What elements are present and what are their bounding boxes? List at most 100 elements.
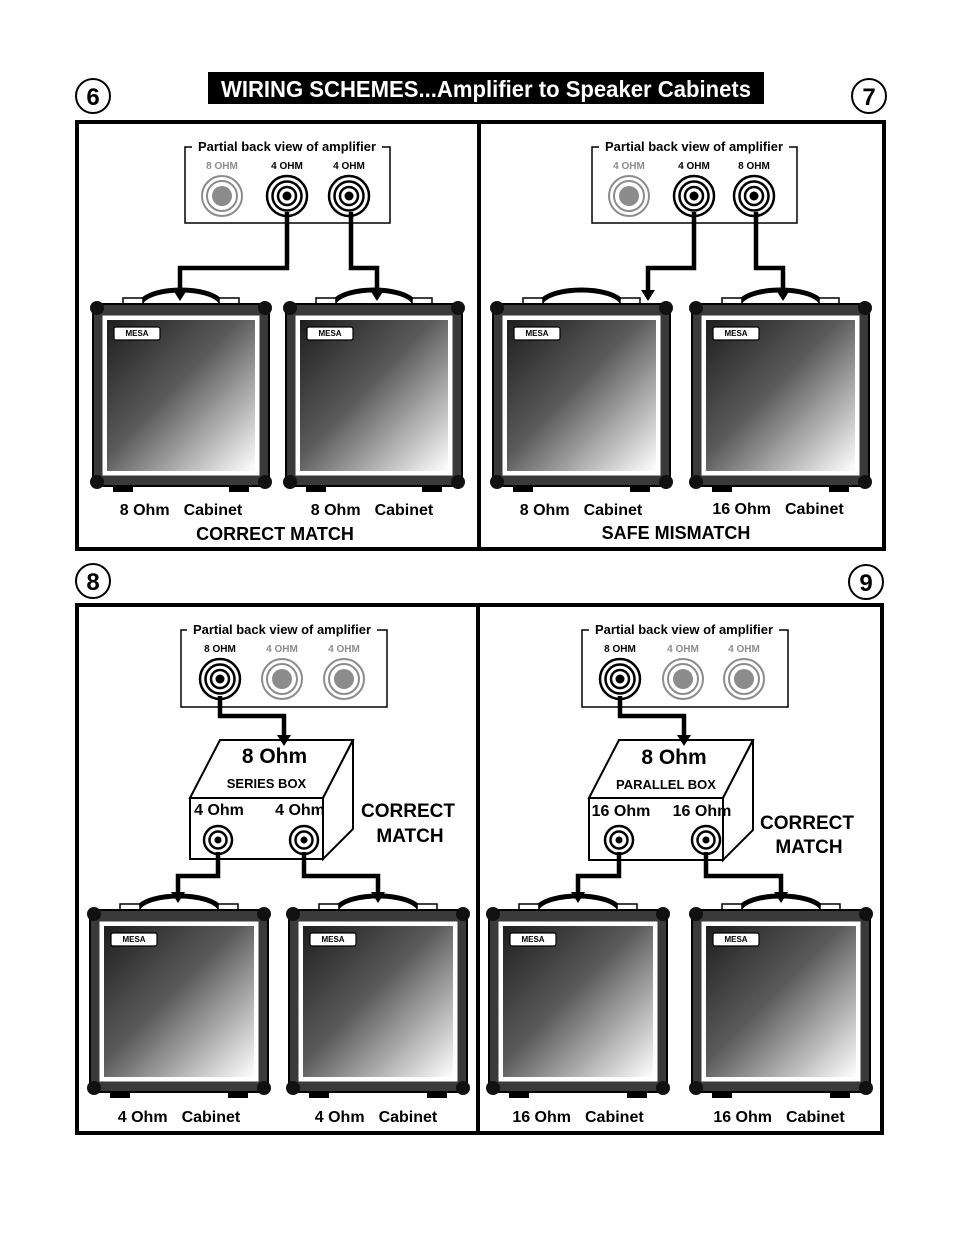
speaker-cable [645, 212, 697, 291]
box-type: SERIES BOX [227, 776, 307, 791]
page-title: WIRING SCHEMES...Amplifier to Speaker Ca… [221, 76, 751, 102]
arrowhead [641, 290, 655, 301]
speaker-jack-icon [672, 174, 716, 218]
box-output-label: 16 Ohm [673, 803, 732, 820]
cabinet-handle-icon [139, 287, 223, 304]
output-jack-icon [690, 824, 722, 856]
result-label-8-line2: MATCH [376, 826, 443, 847]
jack-label: 4 OHM [333, 161, 365, 172]
arrowhead [277, 735, 291, 746]
speaker-cabinet: MESA [90, 287, 272, 492]
cabinet-handle-icon [539, 287, 624, 304]
speaker-cable [617, 696, 687, 736]
svg-text:MESA: MESA [724, 935, 747, 944]
speaker-jack-icon [327, 174, 371, 218]
svg-text:MESA: MESA [521, 935, 544, 944]
jack-label: 4 OHM [613, 161, 645, 172]
svg-text:MESA: MESA [724, 329, 747, 338]
mesa-logo: MESA [513, 326, 561, 341]
svg-text:MESA: MESA [122, 935, 145, 944]
cabinet-handle-icon [332, 287, 416, 304]
box-impedance: 8 Ohm [641, 746, 706, 769]
speaker-jack-icon [323, 658, 365, 700]
result-label-9-line1: CORRECT [760, 813, 854, 834]
svg-text:7: 7 [862, 84, 875, 111]
cabinet-handle-icon [136, 893, 222, 910]
result-label-7: SAFE MISMATCH [602, 523, 751, 543]
cabinet-handle-icon [535, 893, 621, 910]
svg-text:MESA: MESA [318, 329, 341, 338]
amplifier-caption: Partial back view of amplifier [198, 139, 376, 154]
scheme-number-8: 8 [75, 563, 111, 599]
result-label-9-line2: MATCH [775, 837, 842, 858]
mesa-logo: MESA [113, 326, 161, 341]
output-jack-icon [603, 824, 635, 856]
speaker-cabinet: MESA [283, 287, 465, 492]
amplifier-back-panel: Partial back view of amplifier 8 OHM 4 OHM… [581, 622, 789, 708]
arrowhead [677, 735, 691, 746]
jack-label: 8 OHM [604, 644, 636, 655]
speaker-grill [107, 320, 255, 471]
jack-label: 4 OHM [271, 161, 303, 172]
amplifier-back-panel: Partial back view of amplifier 8 OHM 4 OHM… [180, 622, 388, 708]
speaker-cabinet: MESA [486, 893, 670, 1098]
cabinet-handle-icon [738, 893, 824, 910]
arrowhead [776, 290, 790, 301]
mesa-logo: MESA [712, 326, 760, 341]
jack-label: 8 OHM [204, 644, 236, 655]
speaker-cable [301, 852, 381, 893]
mesa-logo: MESA [306, 326, 354, 341]
speaker-grill [104, 926, 254, 1077]
jack-label: 4 OHM [667, 644, 699, 655]
amplifier-caption: Partial back view of amplifier [595, 622, 773, 637]
speaker-cable [703, 852, 784, 893]
amplifier-caption: Partial back view of amplifier [605, 139, 783, 154]
speaker-grill [706, 926, 856, 1077]
output-jack-icon [288, 824, 320, 856]
jack-label: 4 OHM [328, 644, 360, 655]
mesa-logo: MESA [712, 932, 760, 947]
svg-text:MESA: MESA [321, 935, 344, 944]
box-output-label: 4 Ohm [194, 802, 244, 819]
scheme-panel-9: Partial back view of amplifier 8 OHM 4 OHM… [486, 622, 873, 1126]
jack-label: 4 OHM [728, 644, 760, 655]
speaker-jack-icon [198, 657, 242, 701]
speaker-cabinet: MESA [87, 893, 271, 1098]
speaker-jack-icon [723, 658, 765, 700]
arrowhead [370, 290, 384, 301]
svg-text:MESA: MESA [125, 329, 148, 338]
amplifier-caption: Partial back view of amplifier [193, 622, 371, 637]
speaker-cable [348, 212, 380, 291]
speaker-jack-icon [598, 657, 642, 701]
box-impedance: 8 Ohm [242, 745, 307, 768]
speaker-cable [575, 852, 622, 893]
speaker-cabinet: MESA [286, 893, 470, 1098]
title-banner: WIRING SCHEMES...Amplifier to Speaker Ca… [208, 72, 764, 104]
speaker-cabinet: MESA [689, 893, 873, 1098]
scheme-number-7: 7 [851, 78, 887, 114]
speaker-jack-icon [265, 174, 309, 218]
result-label-6: CORRECT MATCH [196, 524, 354, 544]
cabinet-handle-icon [738, 287, 823, 304]
speaker-cable [175, 852, 221, 893]
mesa-logo: MESA [110, 932, 158, 947]
mesa-logo: MESA [309, 932, 357, 947]
jack-label: 4 OHM [266, 644, 298, 655]
svg-text:6: 6 [86, 84, 99, 111]
result-label-8-line1: CORRECT [361, 801, 455, 822]
speaker-cable [217, 696, 287, 736]
speaker-grill [507, 320, 656, 471]
